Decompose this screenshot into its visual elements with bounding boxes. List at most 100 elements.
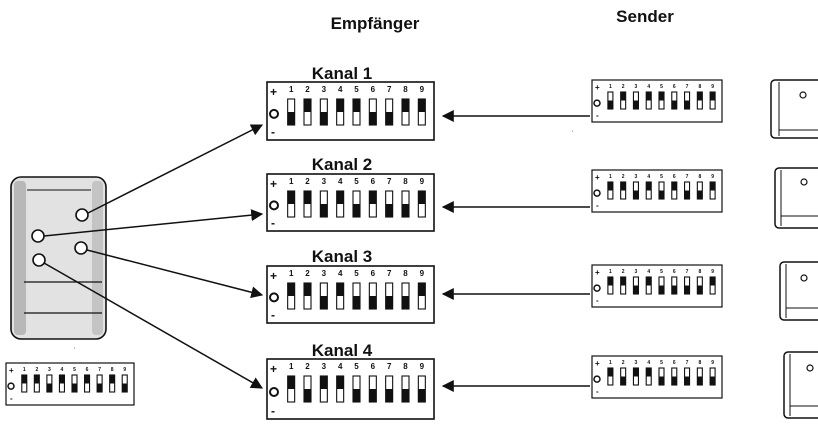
dip-kanal-1-switch-3-lever xyxy=(320,112,328,125)
dip-sender-4-number-6: 6 xyxy=(673,360,676,366)
dip-kanal-2-switch-6-lever xyxy=(369,191,377,204)
dip-kanal-3-number-6: 6 xyxy=(371,269,376,278)
wire-kanal-3 xyxy=(86,249,264,299)
dip-kanal-2-switch-8-lever xyxy=(402,204,409,217)
dip-sender-3-switch-1-lever xyxy=(607,277,613,286)
dip-sender-4-number-9: 9 xyxy=(711,360,714,366)
dip-kanal-3-number-2: 2 xyxy=(305,269,310,278)
dip-kanal-4-number-6: 6 xyxy=(371,362,376,371)
wall-unit-3 xyxy=(779,261,818,321)
dip-kanal-3-switch-9-lever xyxy=(418,283,426,296)
dip-kanal-1-plus-sign: + xyxy=(270,85,277,99)
remote-control-device xyxy=(10,176,107,340)
dip-sender-1-number-1: 1 xyxy=(609,84,612,90)
dip-remote-number-8: 8 xyxy=(111,367,114,373)
dip-kanal-2-number-4: 4 xyxy=(338,177,343,186)
dip-sender-4-number-2: 2 xyxy=(622,360,625,366)
dip-sender-2-number-3: 3 xyxy=(635,174,638,180)
dip-kanal-4-terminal-icon xyxy=(269,387,279,397)
dip-kanal-4-number-3: 3 xyxy=(322,362,327,371)
wall-unit-4 xyxy=(783,351,818,419)
dip-kanal-1-switch-7-lever xyxy=(385,112,393,125)
dip-kanal-4-switch-7-lever xyxy=(385,389,393,402)
dip-sender-4-switch-2-lever xyxy=(620,376,626,385)
dip-remote-switch-9-lever xyxy=(122,383,128,392)
dip-kanal-2-switch-7-lever xyxy=(385,204,393,217)
dip-kanal-2-number-2: 2 xyxy=(305,177,310,186)
dip-sender-2-switch-8-lever xyxy=(697,190,703,199)
dip-sender-2-number-4: 4 xyxy=(647,174,650,180)
dip-sender-4-switch-7-lever xyxy=(684,376,690,385)
dip-sender-1-switch-3-lever xyxy=(633,100,639,109)
dip-kanal-1-switch-2-lever xyxy=(304,99,311,112)
dip-sender-3-switch-9-lever xyxy=(710,277,716,286)
dip-sender-4-number-3: 3 xyxy=(635,360,638,366)
dip-remote-plus-sign: + xyxy=(9,366,14,375)
dip-remote-number-2: 2 xyxy=(35,367,38,373)
wire-kanal-2 xyxy=(43,209,264,237)
dip-sender-1-switch-9-lever xyxy=(710,92,716,101)
dip-kanal-1-number-6: 6 xyxy=(371,85,376,94)
dip-kanal-3-number-4: 4 xyxy=(338,269,343,278)
dip-sender-2-switch-9-lever xyxy=(710,182,716,191)
dip-sender-2-minus-sign: - xyxy=(596,201,599,210)
dip-sender-1-frame xyxy=(591,79,723,123)
dip-kanal-1-switch-8-lever xyxy=(402,99,409,112)
sender-header: Sender xyxy=(616,7,674,26)
dip-sender-1-switch-8-lever xyxy=(697,92,703,101)
dip-remote-switch-5-lever xyxy=(72,383,77,392)
dip-kanal-1-number-1: 1 xyxy=(289,85,294,94)
dip-remote-switch-4-lever xyxy=(59,375,65,384)
wire-kanal-4 xyxy=(43,262,264,389)
dip-sender-4-switch-8-lever xyxy=(697,376,703,385)
kanal-3-label: Kanal 3 xyxy=(312,247,372,266)
dip-sender-2-switch-3-lever xyxy=(633,190,639,199)
dip-kanal-2-number-3: 3 xyxy=(322,177,327,186)
dip-kanal-1-number-2: 2 xyxy=(305,85,310,94)
dip-remote-number-9: 9 xyxy=(123,367,126,373)
dip-sender-4-switch-5-lever xyxy=(659,376,664,385)
dip-kanal-1-switch-9-lever xyxy=(418,99,426,112)
dip-kanal-1-number-9: 9 xyxy=(420,85,425,94)
dip-sender-2-terminal-icon xyxy=(593,189,601,197)
dip-sender-4-switch-4-lever xyxy=(646,368,652,377)
dip-sender-2-number-1: 1 xyxy=(609,174,612,180)
dip-sender-3-switch-8-lever xyxy=(697,285,703,294)
dip-remote-number-3: 3 xyxy=(48,367,51,373)
dip-sender-1-plus-sign: + xyxy=(595,83,600,92)
wire-kanal-1 xyxy=(87,124,264,214)
dip-sender-2-number-6: 6 xyxy=(673,174,676,180)
dip-sender-2-switch-5-lever xyxy=(659,190,664,199)
dip-kanal-3-switch-7-lever xyxy=(385,296,393,309)
dip-sender-3-plus-sign: + xyxy=(595,268,600,277)
dip-kanal-4-plus-sign: + xyxy=(270,362,277,376)
dip-sender-2-plus-sign: + xyxy=(595,173,600,182)
dip-sender-3-switch-2-lever xyxy=(620,277,626,286)
dip-sender-3-switch-4-lever xyxy=(646,277,652,286)
dip-remote-terminal-icon xyxy=(7,382,15,390)
dip-kanal-2-switch-1-lever xyxy=(287,191,295,204)
dip-kanal-2-switch-9-lever xyxy=(418,191,426,204)
dip-sender-3-number-1: 1 xyxy=(609,269,612,275)
dip-kanal-4-switch-4-lever xyxy=(336,376,344,389)
dip-kanal-3-minus-sign: - xyxy=(271,308,275,322)
dip-kanal-3-number-7: 7 xyxy=(387,269,392,278)
dip-sender-4-switch-3-lever xyxy=(633,368,639,377)
dip-remote-switch-2-lever xyxy=(34,375,40,384)
dip-kanal-3-number-9: 9 xyxy=(420,269,425,278)
dip-sender-4-number-1: 1 xyxy=(609,360,612,366)
dip-sender-3-number-6: 6 xyxy=(673,269,676,275)
dip-sender-2-number-5: 5 xyxy=(660,174,663,180)
dip-kanal-1-switch-1-lever xyxy=(287,112,295,125)
dip-sender-1-switch-1-lever xyxy=(607,100,613,109)
dip-kanal-3-switch-1-lever xyxy=(287,283,295,296)
dip-kanal-2-switch-4-lever xyxy=(336,191,344,204)
dip-sender-3-number-4: 4 xyxy=(647,269,650,275)
dip-kanal-1-switch-6-lever xyxy=(369,112,377,125)
